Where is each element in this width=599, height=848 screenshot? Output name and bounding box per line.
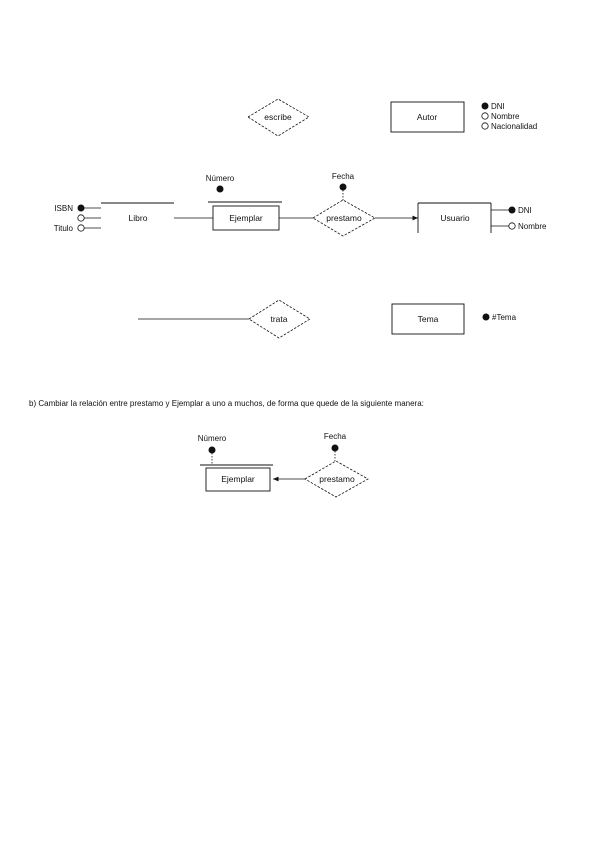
prestamo-attribute: Fecha <box>332 172 355 200</box>
attr2-ejemplar-numero: Número <box>198 434 227 443</box>
attribute-marker <box>481 112 489 120</box>
attribute-marker <box>481 122 489 130</box>
entity-tema-label: Tema <box>418 314 439 324</box>
ejemplar-attribute: Número <box>206 174 235 193</box>
relation-prestamo-label: prestamo <box>326 213 362 223</box>
attr-prestamo-fecha: Fecha <box>332 172 355 181</box>
entity-libro: Libro <box>101 202 174 223</box>
attribute-marker <box>77 214 85 222</box>
relation-escribe: escribe <box>247 98 310 137</box>
relation-trata: trata <box>248 299 311 339</box>
entity-libro-label: Libro <box>129 213 148 223</box>
entity-autor-label: Autor <box>417 112 437 122</box>
tema-attribute: #Tema <box>482 313 517 322</box>
attribute-marker <box>508 222 516 230</box>
attr-autor-nombre: Nombre <box>491 112 520 121</box>
entity-autor: Autor <box>390 101 465 133</box>
entity-tema: Tema <box>391 303 465 335</box>
attr-autor-dni: DNI <box>491 102 505 111</box>
key-attribute-marker <box>208 446 216 454</box>
autor-attributes: DNI Nombre Nacionalidad <box>481 102 537 131</box>
entity-usuario-label: Usuario <box>440 213 470 223</box>
attr-usuario-dni: DNI <box>518 206 532 215</box>
relation-prestamo: prestamo <box>312 199 376 237</box>
relation-escribe-label: escribe <box>264 112 292 122</box>
attr2-prestamo-fecha: Fecha <box>324 432 347 441</box>
libro-attributes: ISBN Titulo <box>54 204 101 233</box>
entity-ejemplar: Ejemplar <box>208 201 282 231</box>
entity-ejemplar-label: Ejemplar <box>229 213 263 223</box>
attribute-marker <box>77 224 85 232</box>
attr-tema: #Tema <box>492 313 517 322</box>
relation-trata-label: trata <box>270 314 287 324</box>
attr-libro-isbn: ISBN <box>54 204 73 213</box>
entity-usuario: Usuario <box>417 202 492 233</box>
diagram2-prestamo-attribute: Fecha <box>324 432 347 461</box>
key-attribute-marker <box>508 206 516 214</box>
relation2-prestamo-label: prestamo <box>319 474 355 484</box>
diagram2-ejemplar-attribute: Número <box>198 434 227 465</box>
attr-autor-nacionalidad: Nacionalidad <box>491 122 537 131</box>
key-attribute-marker <box>216 185 224 193</box>
attr-libro-titulo: Titulo <box>54 224 74 233</box>
attr-usuario-nombre: Nombre <box>518 222 547 231</box>
key-attribute-marker <box>339 183 347 191</box>
key-attribute-marker <box>77 204 85 212</box>
key-attribute-marker <box>481 102 489 110</box>
key-attribute-marker <box>331 444 339 452</box>
attr-ejemplar-numero: Número <box>206 174 235 183</box>
usuario-attributes: DNI Nombre <box>491 206 547 231</box>
instruction-text: b) Cambiar la relación entre prestamo y … <box>29 399 424 408</box>
diagram2-entity-ejemplar: Ejemplar <box>200 464 273 492</box>
key-attribute-marker <box>482 313 490 321</box>
diagram2-relation-prestamo: prestamo <box>304 460 369 498</box>
entity2-ejemplar-label: Ejemplar <box>221 474 255 484</box>
